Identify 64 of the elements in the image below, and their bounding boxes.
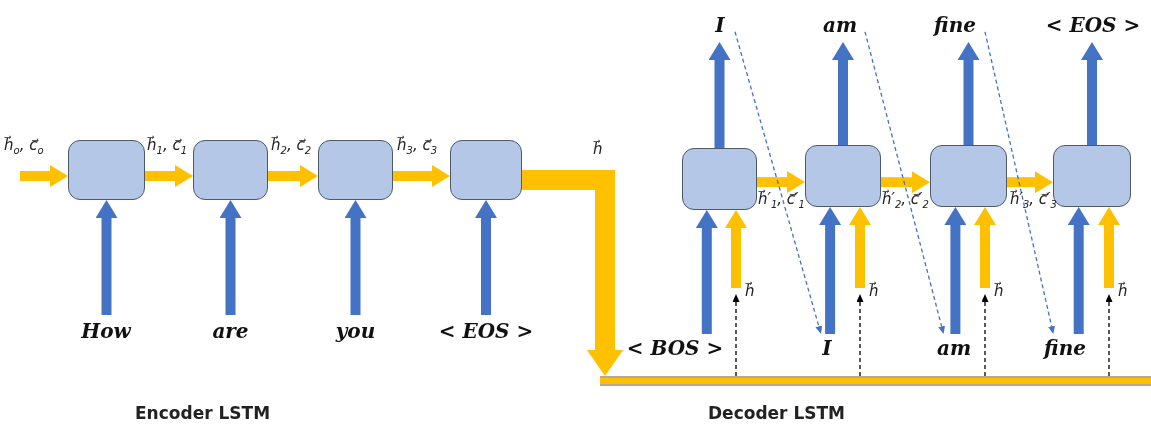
edge-label: h⃗′$_{1}$, c⃗′$_{1}$ [758, 190, 805, 211]
arrow [20, 165, 68, 187]
lstm-cell [805, 145, 881, 207]
arrow [95, 200, 118, 315]
word-token: How [72, 315, 140, 347]
word-token: am [815, 8, 865, 42]
arrow [268, 165, 318, 187]
edge-label: h⃗$_{o}$, c⃗$_{o}$ [4, 136, 44, 157]
dashed-arrow [984, 31, 1055, 334]
word-token: are [203, 315, 258, 347]
dashed-arrow [856, 294, 864, 377]
arrow [695, 210, 718, 334]
arrow [1007, 171, 1053, 194]
arrow [475, 200, 497, 315]
arrow [832, 42, 854, 145]
word-token: < BOS > [626, 334, 724, 362]
arrow [219, 200, 242, 315]
word-token: you [328, 315, 383, 347]
word-token: fine [1036, 334, 1094, 362]
lstm-cell [930, 145, 1007, 207]
arrow [957, 42, 980, 145]
arrow [344, 200, 367, 315]
edge-label: h⃗ [994, 282, 1004, 300]
dashed-arrow [732, 294, 740, 377]
signal-bar [600, 376, 1151, 386]
word-token: I [705, 8, 735, 42]
lstm-cell [68, 140, 145, 200]
arrow [522, 170, 623, 376]
lstm-cell [682, 148, 757, 210]
arrow [1098, 207, 1120, 288]
edge-label: h⃗$_{3}$, c⃗$_{3}$ [397, 136, 438, 157]
arrow [881, 171, 930, 194]
arrow [1081, 42, 1103, 145]
arrow [393, 165, 450, 187]
edge-label: h⃗$_{2}$, c⃗$_{2}$ [271, 136, 312, 157]
edge-label: h⃗ [593, 140, 603, 158]
edge-label: h⃗′$_{3}$, c⃗′$_{3}$ [1010, 190, 1057, 211]
edge-label: h⃗$_{1}$, c⃗$_{1}$ [147, 136, 188, 157]
word-token: < EOS > [1045, 8, 1141, 42]
arrow [145, 165, 193, 187]
section-caption: Decoder LSTM [708, 403, 845, 423]
arrow [944, 207, 967, 334]
arrow [974, 207, 996, 288]
lstm-cell [318, 140, 393, 200]
edge-label: h⃗ [869, 282, 879, 300]
word-token: < EOS > [436, 315, 536, 347]
arrow [849, 207, 871, 288]
dashed-arrow [734, 31, 823, 334]
arrow [708, 42, 731, 148]
lstm-cell [193, 140, 268, 200]
dashed-arrow [1105, 294, 1113, 377]
dashed-arrow [981, 294, 989, 377]
word-token: fine [925, 8, 985, 42]
word-token: I [812, 334, 842, 362]
edge-label: h⃗′$_{2}$, c⃗′$_{2}$ [882, 190, 929, 211]
lstm-cell [450, 140, 522, 200]
section-caption: Encoder LSTM [135, 403, 271, 423]
arrow [757, 171, 805, 194]
edge-label: h⃗ [745, 282, 755, 300]
arrow [725, 210, 747, 288]
edge-label: h⃗ [1118, 282, 1128, 300]
word-token: am [928, 334, 980, 362]
arrow [819, 207, 842, 334]
dashed-arrow [864, 31, 945, 335]
